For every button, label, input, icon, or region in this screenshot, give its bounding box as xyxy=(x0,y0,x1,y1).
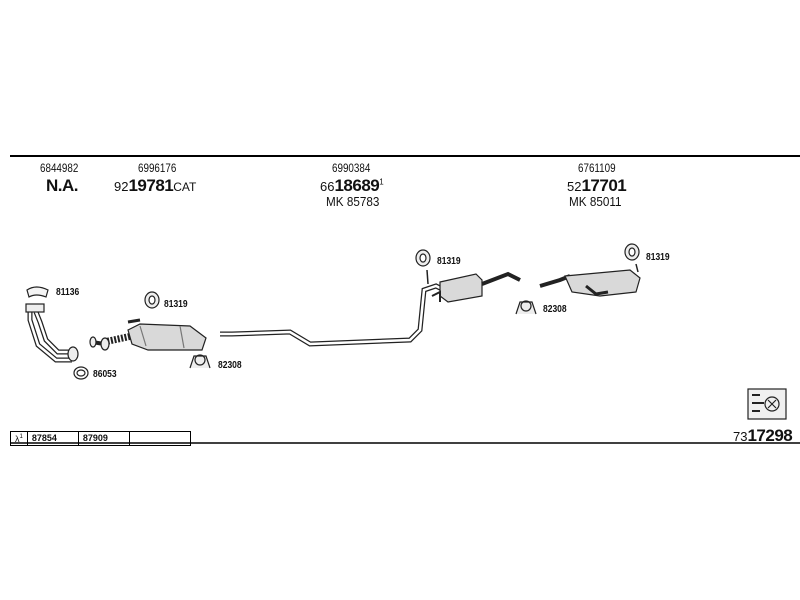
mk-line-3: MK 85783 xyxy=(326,194,379,209)
part-number-4: 5217701 xyxy=(567,176,627,196)
part-prefix-3: 66 xyxy=(320,179,335,194)
mk-value-4: 85011 xyxy=(589,194,622,209)
top-rule xyxy=(10,155,800,157)
mk-value-3: 85783 xyxy=(346,194,380,209)
lambda-value-1: 87854 xyxy=(26,431,79,446)
gasket-81136 xyxy=(26,286,49,298)
part-main-4: 17701 xyxy=(581,176,627,195)
catalog-logo-icon xyxy=(747,388,787,420)
mk-label-4: MK xyxy=(569,194,587,209)
lambda-value-3 xyxy=(128,431,191,446)
hanger-81319-b xyxy=(415,249,431,285)
part-superscript-3: 1 xyxy=(379,177,384,187)
part-main-1: N.A. xyxy=(46,176,79,195)
ref-81136: 81136 xyxy=(56,287,80,298)
flex-pipe xyxy=(89,332,133,351)
ref-82308-b: 82308 xyxy=(543,304,567,315)
ring-86053 xyxy=(73,366,89,380)
ref-81319-a: 81319 xyxy=(164,299,188,310)
lambda-symbol-cell: λ1 xyxy=(10,431,28,446)
hanger-81319-a xyxy=(144,291,160,309)
ref-81319-b: 81319 xyxy=(437,256,461,267)
part-main-3: 18689 xyxy=(334,176,380,195)
catalog-main: 17298 xyxy=(747,426,793,445)
part-code-2: 6996176 xyxy=(138,161,177,175)
part-prefix-2: 92 xyxy=(114,179,129,194)
part-main-2: 19781 xyxy=(128,176,174,195)
catalog-prefix: 73 xyxy=(733,429,748,444)
ref-81319-c: 81319 xyxy=(646,252,670,263)
part-suffix-2: CAT xyxy=(173,180,197,194)
center-muffler xyxy=(431,271,521,303)
catalog-number: 7317298 xyxy=(733,426,793,446)
lambda-value-2: 87909 xyxy=(77,431,130,446)
part-code-3: 6990384 xyxy=(332,161,371,175)
mk-label-3: MK xyxy=(326,194,344,209)
part-number-3: 66186891 xyxy=(320,176,384,196)
part-number-2: 9219781CAT xyxy=(114,176,196,196)
downpipe xyxy=(25,303,79,363)
hanger-81319-c xyxy=(624,243,640,273)
ref-86053: 86053 xyxy=(93,369,117,380)
catalytic-converter xyxy=(127,318,207,351)
ref-82308-a: 82308 xyxy=(218,360,242,371)
clamp-82308-a xyxy=(189,354,211,369)
lambda-table: λ1 87854 87909 xyxy=(10,431,191,446)
part-prefix-4: 52 xyxy=(567,179,582,194)
part-code-4: 6761109 xyxy=(578,161,616,175)
mk-line-4: MK 85011 xyxy=(569,194,621,209)
clamp-82308-b xyxy=(515,300,537,315)
rear-muffler xyxy=(539,269,641,297)
part-code-1: 6844982 xyxy=(40,161,79,175)
